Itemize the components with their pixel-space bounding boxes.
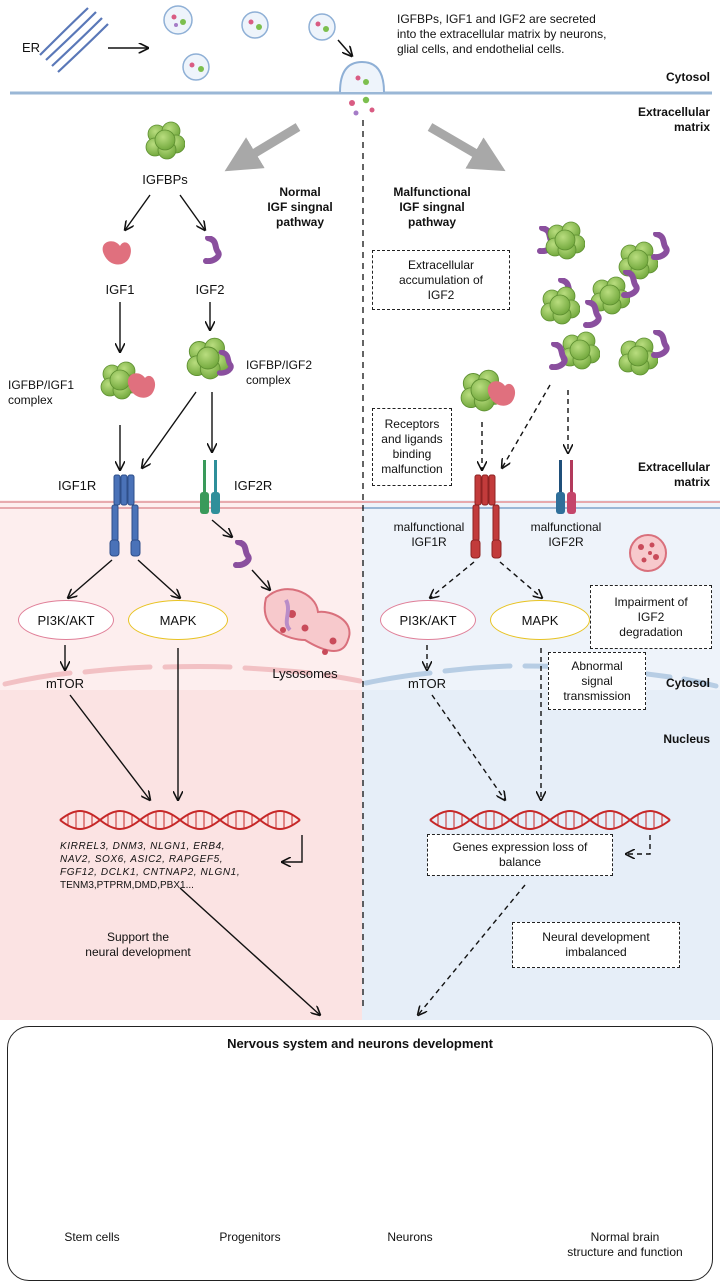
arrow-igfbps-igf1 — [125, 194, 151, 230]
nucleus-label: Nucleus — [663, 732, 710, 746]
igf1-label: IGF1 — [105, 282, 135, 297]
stage-normal-brain: Normal brain structure and function — [567, 1230, 683, 1259]
igf2-icon — [206, 238, 219, 261]
arrow-igf2r-lysosome — [211, 519, 232, 537]
igf1r-label: IGF1R — [58, 478, 97, 493]
abnormal-signal-box: Abnormal signal transmission — [548, 652, 646, 710]
igf2r-receptor — [200, 460, 220, 514]
impaired-lysosome-icon — [629, 534, 667, 572]
dashed-arrow-dna-feedback — [626, 835, 651, 854]
degradation-impairment-box: Impairment of IGF2 degradation — [590, 585, 712, 649]
malfunction-mapk-node: MAPK — [490, 600, 590, 640]
igfbp-igf2-complex-icon — [186, 337, 231, 380]
dashed-arrow-imbalanced — [418, 884, 526, 1015]
er-label: ER — [22, 40, 41, 55]
secretory-vesicles — [163, 5, 336, 81]
igfbp-igf1-complex-label: IGFBP/IGF1 complex — [8, 378, 75, 407]
er-organelle — [39, 7, 109, 73]
lysosomes-label: Lysosomes — [272, 666, 338, 681]
extracellular-accumulation-box: Extracellular accumulation of IGF2 — [372, 250, 510, 310]
igfbp-icon — [145, 121, 185, 160]
accumulated-igf2-complexes — [540, 221, 667, 376]
arrow-igf1r-mapk — [137, 559, 180, 598]
extracellular-mid-label: Extracellular matrix — [637, 460, 710, 489]
secretion-note: IGFBPs, IGF1 and IGF2 are secreted into … — [397, 12, 607, 56]
malfunctional-igf1r-label: malfunctional IGF1R — [393, 520, 465, 549]
binding-malfunction-box: Receptors and ligands binding malfunctio… — [372, 408, 452, 486]
igf1-icon — [102, 241, 131, 265]
mtor-label: mTOR — [45, 676, 85, 691]
malfunction-mtor-label: mTOR — [407, 676, 447, 691]
dashed-arrow-igf1r-pi3k — [430, 561, 475, 598]
stage-progenitors: Progenitors — [219, 1230, 281, 1244]
neural-imbalanced-box: Neural development imbalanced — [512, 922, 680, 968]
grey-arrow-right — [427, 123, 506, 172]
development-panel-title: Nervous system and neurons development — [227, 1036, 493, 1051]
extracellular-top-label: Extracellular matrix — [637, 105, 710, 134]
dna-helix-right — [429, 810, 671, 830]
igfbps-label: IGFBPs — [142, 172, 188, 187]
stage-neurons: Neurons — [387, 1230, 433, 1244]
malfunction-igfbp-igf1-icon — [460, 369, 516, 412]
development-panel — [7, 1026, 713, 1281]
arrow-igf1r-pi3k — [68, 559, 113, 598]
igfbp-igf1-complex-icon — [100, 361, 156, 400]
released-molecules — [349, 96, 375, 116]
lysosome-icon — [263, 588, 351, 655]
genes-loss-balance-box: Genes expression loss of balance — [427, 834, 613, 876]
mapk-node: MAPK — [128, 600, 228, 640]
igf2-label: IGF2 — [195, 282, 225, 297]
malfunction-pathway-title: Malfunctional IGF singnal pathway — [393, 185, 471, 229]
support-development-label: Support the neural development — [85, 930, 191, 959]
pi3k-akt-node: PI3K/AKT — [18, 600, 114, 640]
malfunctional-igf2r-label: malfunctional IGF2R — [530, 520, 602, 549]
malfunctional-igf2r-receptor — [556, 460, 576, 514]
arrow-mtor-dna — [69, 694, 150, 800]
igf1r-receptor — [109, 474, 141, 557]
dashed-arrow-mtor-dna — [431, 694, 505, 800]
vesicle-arrow — [337, 39, 352, 56]
nuclear-envelope-left — [2, 664, 363, 687]
dna-helix-left — [59, 810, 301, 830]
arrow-to-lysosome — [251, 569, 270, 590]
igfbp-igf2-complex-label: IGFBP/IGF2 complex — [246, 358, 313, 387]
gene-list-last: TENM3,PTPRM,DMD,PBX1... — [60, 880, 194, 891]
grey-arrow-left — [224, 123, 301, 172]
malfunction-pi3k-akt-node: PI3K/AKT — [380, 600, 476, 640]
igf2r-label: IGF2R — [234, 478, 273, 493]
dashed-arrow-cluster-igf1r — [502, 384, 551, 468]
dashed-arrow-igf1r-mapk — [499, 561, 542, 598]
fusing-vesicle — [339, 60, 385, 93]
arrow-support-development — [179, 887, 320, 1015]
arrow-dna-feedback — [282, 835, 303, 862]
stage-stem-cells: Stem cells — [64, 1230, 120, 1244]
gene-list: KIRREL3, DNM3, NLGN1, ERB4, NAV2, SOX6, … — [60, 841, 241, 878]
arrow-complex2-igf1r — [142, 391, 197, 468]
malfunctional-igf1r-receptor — [470, 474, 502, 559]
normal-pathway-title: Normal IGF singnal pathway — [267, 185, 333, 229]
arrow-igfbps-igf2 — [179, 194, 205, 230]
cytosol-top-label: Cytosol — [665, 70, 710, 84]
cytosol-mid-label: Cytosol — [665, 676, 710, 690]
